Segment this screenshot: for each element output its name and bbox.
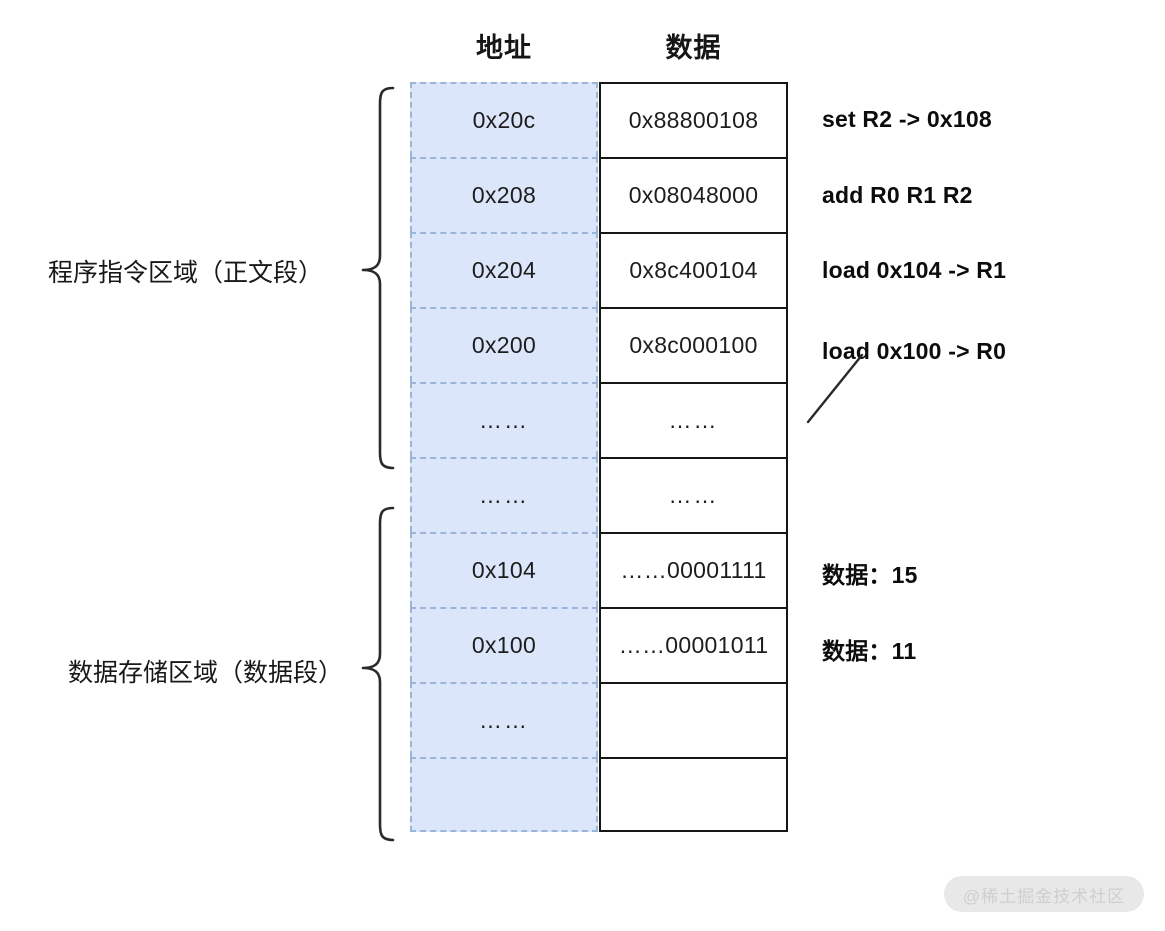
- memory-address-text: ……: [479, 482, 529, 508]
- column-header-address: 地址: [476, 33, 532, 63]
- memory-address-text: 0x204: [471, 257, 537, 283]
- memory-row: …… ……: [410, 382, 788, 457]
- memory-data-cell: ……00001011: [599, 607, 788, 682]
- memory-row: 0x104 ……00001111: [410, 532, 788, 607]
- memory-address-cell: ……: [410, 382, 598, 457]
- memory-row: 0x100 ……00001011: [410, 607, 788, 682]
- memory-data-text: 0x8c000100: [629, 332, 758, 358]
- memory-address-text: ……: [479, 707, 529, 733]
- memory-row: …… ……: [410, 457, 788, 532]
- memory-row: 0x204 0x8c400104: [410, 232, 788, 307]
- brace-text-segment: [360, 86, 396, 470]
- memory-data-cell: [599, 757, 788, 832]
- memory-address-cell: [410, 757, 598, 832]
- memory-table: 0x20c 0x88800108 0x208 0x08048000 0x204 0x8c4…: [410, 82, 788, 832]
- watermark: @稀土掘金技术社区: [944, 876, 1144, 912]
- memory-data-cell: 0x88800108: [599, 82, 788, 157]
- memory-data-text: ……00001011: [618, 632, 769, 658]
- memory-data-text: 0x8c400104: [629, 257, 758, 283]
- memory-data-cell: 0x8c000100: [599, 307, 788, 382]
- instruction-annotation: load 0x104 -> R1: [822, 257, 1007, 283]
- memory-data-text: ……00001111: [620, 557, 767, 583]
- memory-address-text: ……: [479, 407, 529, 433]
- brace-data-segment: [360, 506, 396, 842]
- memory-address-cell: ……: [410, 682, 598, 757]
- memory-row: [410, 757, 788, 832]
- memory-data-text: ……: [668, 407, 719, 433]
- instruction-annotation: 数据：15: [822, 562, 918, 588]
- memory-address-text: 0x100: [471, 632, 537, 658]
- memory-address-cell: 0x204: [410, 232, 598, 307]
- column-header-data: 数据: [665, 33, 722, 63]
- memory-row: ……: [410, 682, 788, 757]
- memory-row: 0x20c 0x88800108: [410, 82, 788, 157]
- region-label-data-segment: 数据存储区域（数据段）: [68, 659, 344, 687]
- memory-data-cell: ……: [599, 457, 788, 532]
- memory-row: 0x208 0x08048000: [410, 157, 788, 232]
- memory-data-cell: ……: [599, 382, 788, 457]
- memory-address-text: 0x208: [471, 182, 537, 208]
- instruction-annotation: 数据：11: [822, 638, 917, 664]
- memory-address-cell: 0x20c: [410, 82, 598, 157]
- instruction-annotation: set R2 -> 0x108: [822, 106, 992, 132]
- memory-data-text: 0x08048000: [628, 182, 759, 208]
- memory-row: 0x200 0x8c000100: [410, 307, 788, 382]
- memory-data-cell: 0x08048000: [599, 157, 788, 232]
- memory-data-cell: [599, 682, 788, 757]
- instruction-annotation: add R0 R1 R2: [822, 182, 973, 208]
- instruction-annotation: load 0x100 -> R0: [822, 338, 1007, 364]
- memory-address-cell: ……: [410, 457, 598, 532]
- memory-address-cell: 0x208: [410, 157, 598, 232]
- memory-data-cell: 0x8c400104: [599, 232, 788, 307]
- memory-data-cell: ……00001111: [599, 532, 788, 607]
- memory-address-text: 0x104: [471, 557, 537, 583]
- memory-address-cell: 0x104: [410, 532, 598, 607]
- memory-address-text: 0x20c: [472, 107, 536, 133]
- memory-data-text: ……: [668, 482, 719, 508]
- memory-address-cell: 0x200: [410, 307, 598, 382]
- memory-address-cell: 0x100: [410, 607, 598, 682]
- region-label-text-segment: 程序指令区域（正文段）: [48, 259, 324, 287]
- memory-address-text: 0x200: [471, 332, 537, 358]
- memory-data-text: 0x88800108: [628, 107, 759, 133]
